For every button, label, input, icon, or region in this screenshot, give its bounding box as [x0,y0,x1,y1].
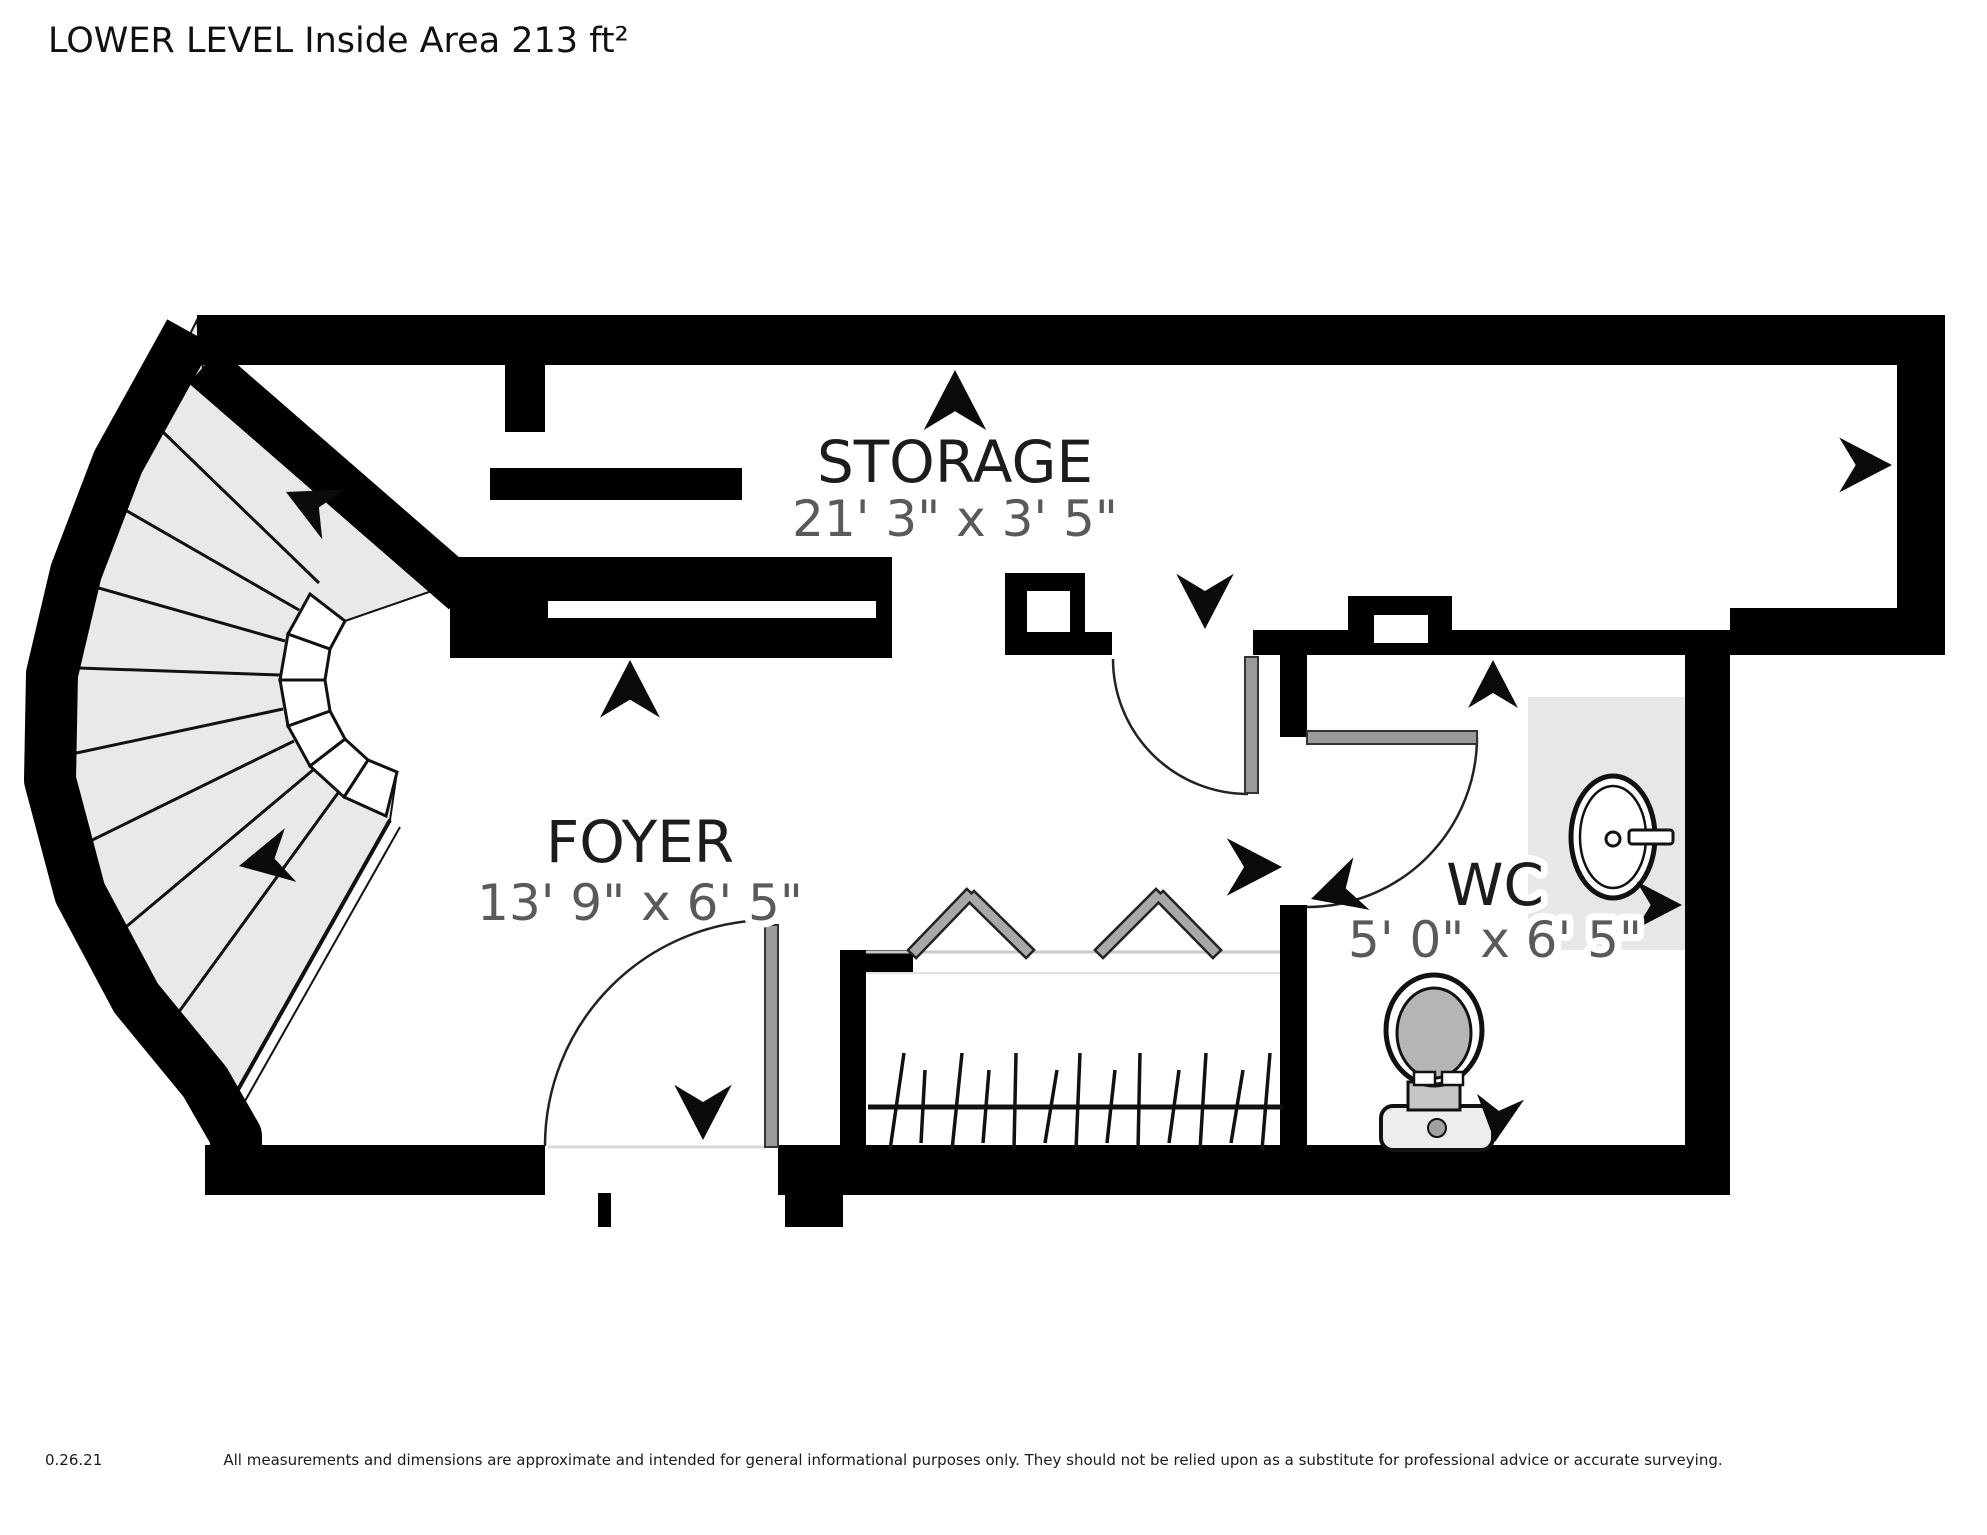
storage-bottom-wall-mid [1253,630,1730,655]
storage-left-bar [490,468,742,500]
duct-notch-wc [1374,615,1428,643]
footer-disclaimer: All measurements and dimensions are appr… [223,1451,1722,1469]
page-title: LOWER LEVEL Inside Area 213 ft² [48,21,629,61]
storage-up-arrow-icon [923,370,987,430]
storage-end-arrow-icon [1839,437,1892,493]
top-wall [197,315,1945,365]
storage-dims: 21' 3" x 3' 5" [792,490,1118,548]
foyer-entry-door [543,918,779,1148]
wc-right-wall [1685,653,1730,1195]
stair-stringer-line2 [244,826,401,1102]
floor-lines [548,950,1280,1149]
exterior-stub-right [785,1193,843,1227]
room-labels: STORAGE 21' 3" x 3' 5" FOYER 13' 9" x 6'… [470,428,1649,976]
doors [543,656,1479,1148]
foyer-dims: 13' 9" x 6' 5" [477,874,803,932]
sink-icon [1568,773,1675,901]
closet-top-stub [840,950,913,973]
hanger-hash-lines [888,1052,1272,1151]
foyer-door-arrow-icon [674,1084,732,1140]
stair-stringer-line [233,819,392,1096]
right-wall [1897,315,1945,655]
wc-left-wall-top [1280,655,1307,737]
wc-up-arrow-icon [1468,660,1518,708]
clothes-hanger-icons [906,887,1223,960]
stair-winder-treads [278,591,399,819]
divider-slot [548,601,876,618]
footer-version: 0.26.21 [45,1451,102,1469]
storage-bottom-wall-right [1730,608,1945,655]
footer: 0.26.21 All measurements and dimensions … [45,1451,1723,1469]
bottom-wall-right [778,1145,1730,1195]
storage-left-stub [505,365,545,432]
exterior-stub-left [598,1193,611,1227]
outer-curved-wall [24,319,262,1162]
closet-left-wall [840,950,866,1145]
storage-label: STORAGE [817,428,1093,496]
bottom-wall-left [205,1145,545,1195]
wc-dims: 5' 0" x 6' 5" [1348,911,1642,969]
stair-inner-wall [188,348,480,610]
foyer-up-arrow-icon [600,660,660,718]
storage-door-left-wall [1005,632,1112,655]
storage-door [1111,656,1259,796]
closet [868,887,1283,1151]
wc-left-wall-bottom [1280,905,1307,1145]
to-wc-arrow-icon [1226,838,1282,896]
storage-door-arrow-icon [1176,573,1234,629]
walls [24,315,1945,1227]
foyer-label: FOYER [546,808,734,876]
wc-label: WC [1446,851,1544,919]
toilet-icon [1379,972,1495,1152]
duct-notch-left [1027,591,1070,632]
